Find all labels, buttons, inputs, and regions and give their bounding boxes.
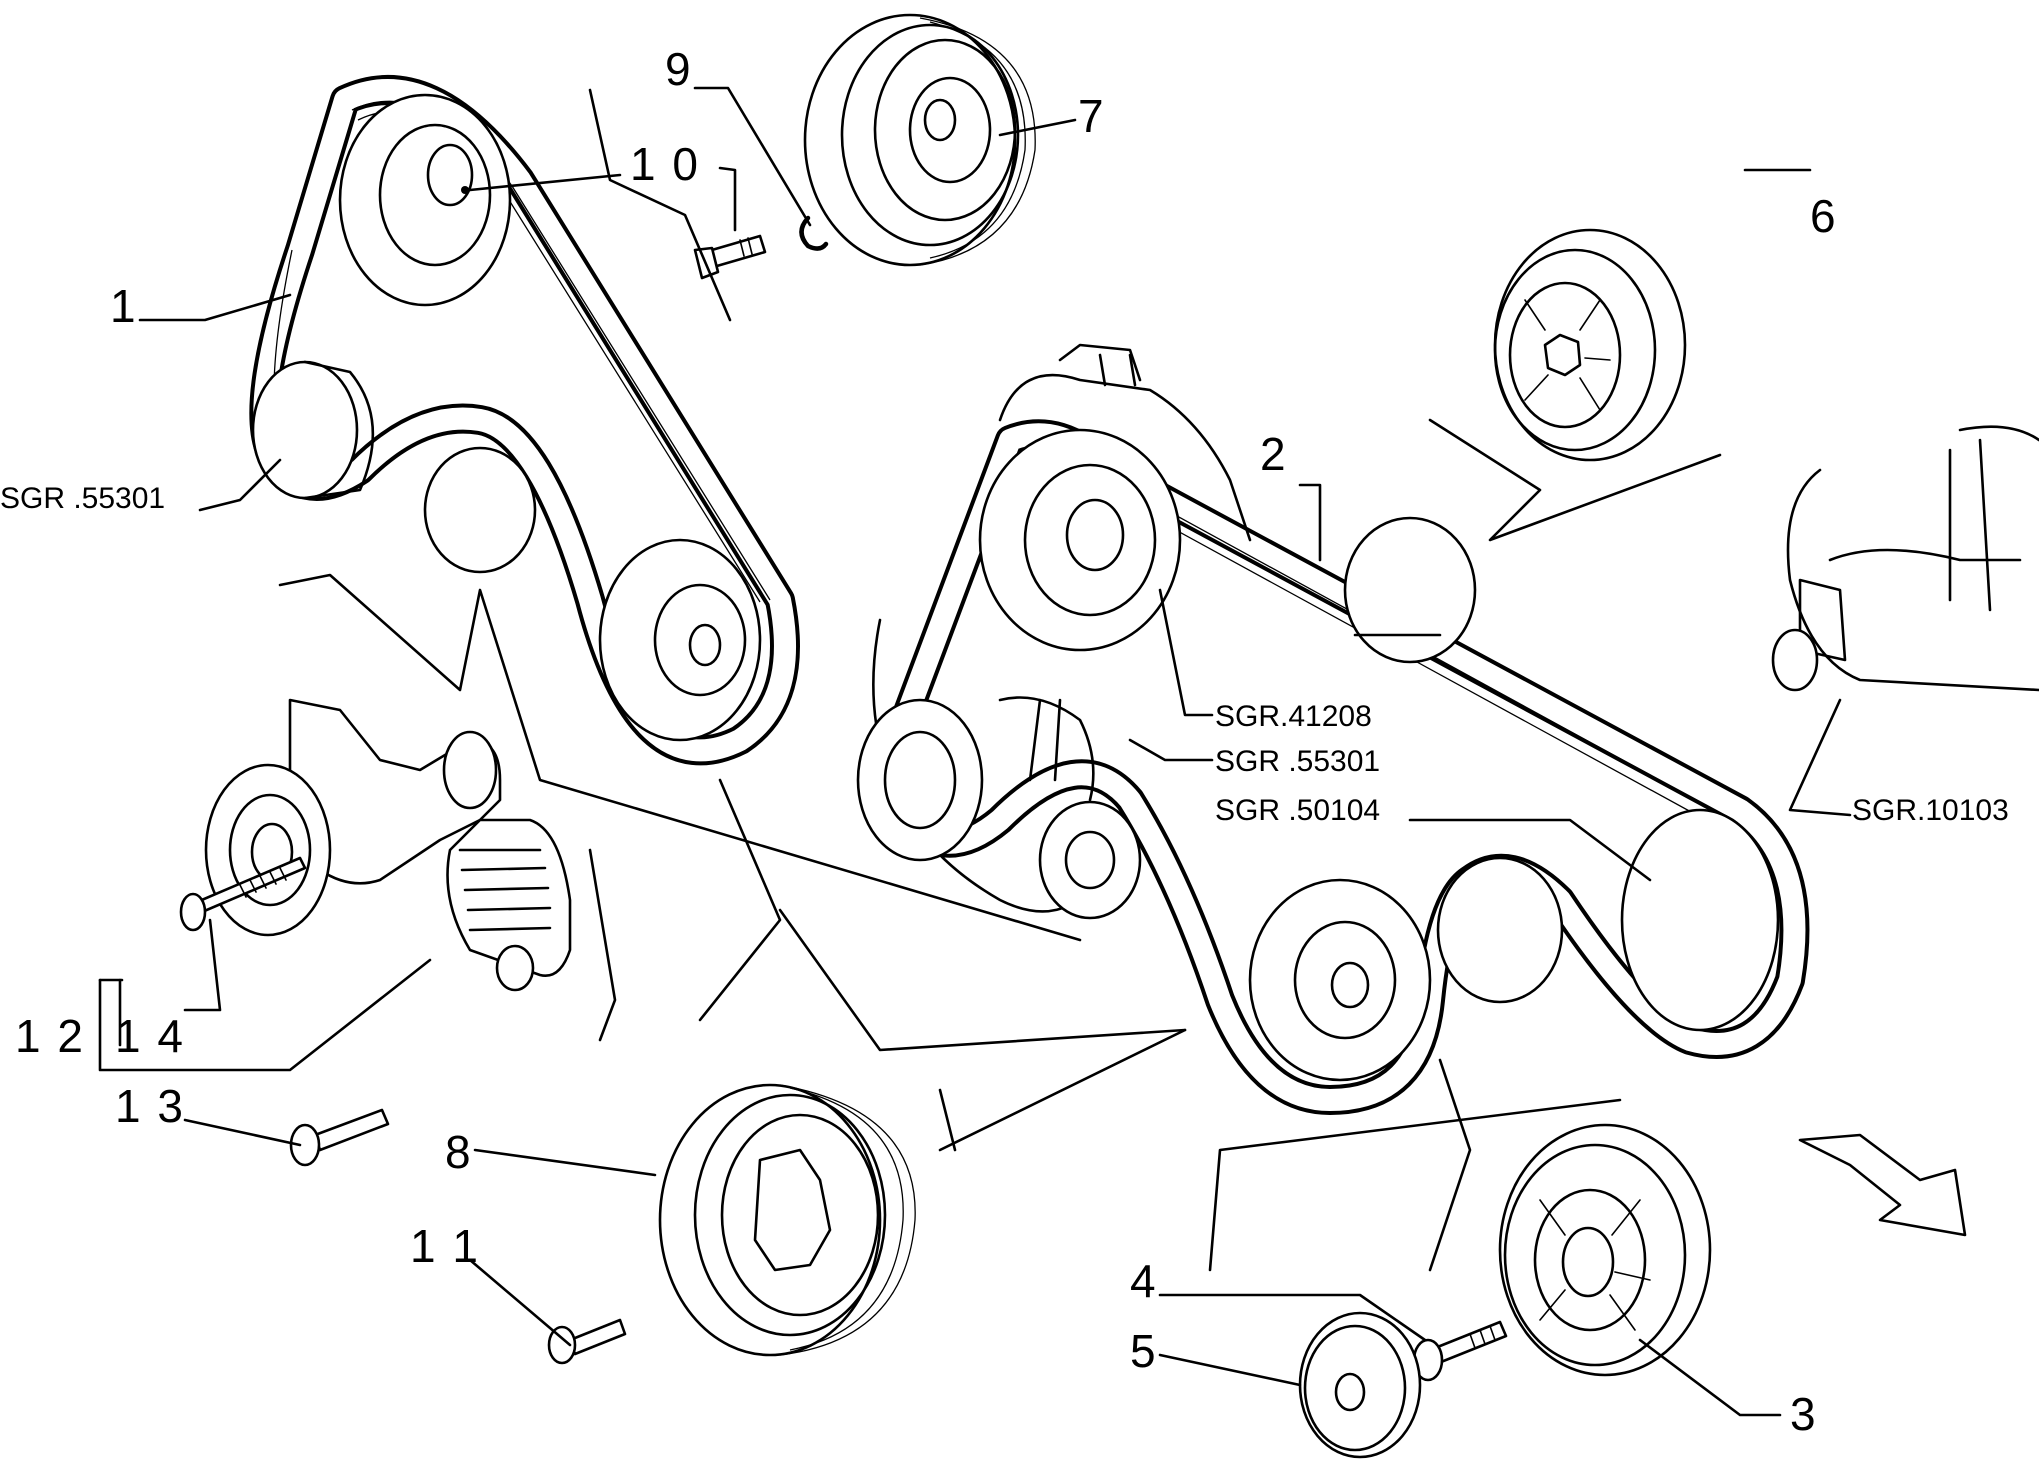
alternator-pulley: [856, 698, 984, 862]
part-5-cap: [1298, 1311, 1422, 1459]
leader-lines: [98, 86, 1852, 1417]
callout-3: 3: [1790, 1388, 1818, 1440]
part-13-bolt: [289, 1108, 390, 1167]
lower-pulley-left-belt: [598, 538, 762, 742]
ref-sgr-55301: SGR .55301: [1215, 745, 1380, 778]
sgr-references: SGR .55301 SGR.41208 SGR .55301 SGR .501…: [0, 482, 2009, 827]
part-11-bolt: [547, 1318, 627, 1365]
part-6-pulley: [1493, 228, 1687, 462]
water-pump-pulley: [1248, 878, 1432, 1082]
alternator-body: [872, 343, 1252, 913]
part-3-pulley: [1498, 1123, 1712, 1377]
belt-tensioner: [179, 698, 572, 992]
belt-2: [871, 419, 1810, 1115]
part-7-pulley: [803, 13, 1036, 267]
upper-left-pulley: [338, 93, 512, 307]
callout-10: 1 0: [630, 138, 700, 190]
upper-right-idler: [1343, 516, 1477, 664]
idler-pulley-left: [251, 360, 375, 500]
ref-sgr-41208: SGR.41208: [1215, 700, 1372, 733]
callout-1: 1: [110, 280, 138, 332]
ref-sgr-50104: SGR .50104: [1215, 794, 1380, 827]
callout-9: 9: [665, 43, 693, 95]
rotation-direction-arrow-icon: [1798, 1133, 1967, 1237]
lower-right-idler: [1436, 856, 1564, 1004]
callout-7: 7: [1078, 90, 1106, 142]
callout-numbers: 1 2 3 4 5 6 7 8 9 1 0 1 1 1 2 1 3 1 4: [15, 43, 1838, 1440]
callout-14: 1 4: [115, 1010, 185, 1062]
crankshaft-assembly: [1771, 425, 2039, 692]
part-8-pulley: [658, 1083, 916, 1357]
ref-sgr-10103: SGR.10103: [1852, 794, 2009, 827]
callout-6: 6: [1810, 190, 1838, 242]
callout-8: 8: [445, 1126, 473, 1178]
callout-12: 1 2: [15, 1010, 85, 1062]
callout-11: 1 1: [410, 1220, 480, 1272]
callout-4: 4: [1130, 1255, 1158, 1307]
crankshaft-pulley: [1620, 808, 1780, 1032]
ref-sgr-55301-left: SGR .55301: [0, 482, 165, 515]
small-idler-alternator: [1038, 800, 1142, 920]
part-10-bolt: [693, 234, 767, 280]
callout-2: 2: [1260, 428, 1288, 480]
part-9-clip: [799, 215, 829, 251]
callout-5: 5: [1130, 1325, 1158, 1377]
callout-13: 1 3: [115, 1080, 185, 1132]
pulley-sgr-41208: [978, 428, 1182, 652]
idler-pulley-middle: [423, 446, 537, 574]
part-4-bolt: [1412, 1320, 1508, 1382]
assembly-guide-lines: [278, 88, 1722, 1272]
